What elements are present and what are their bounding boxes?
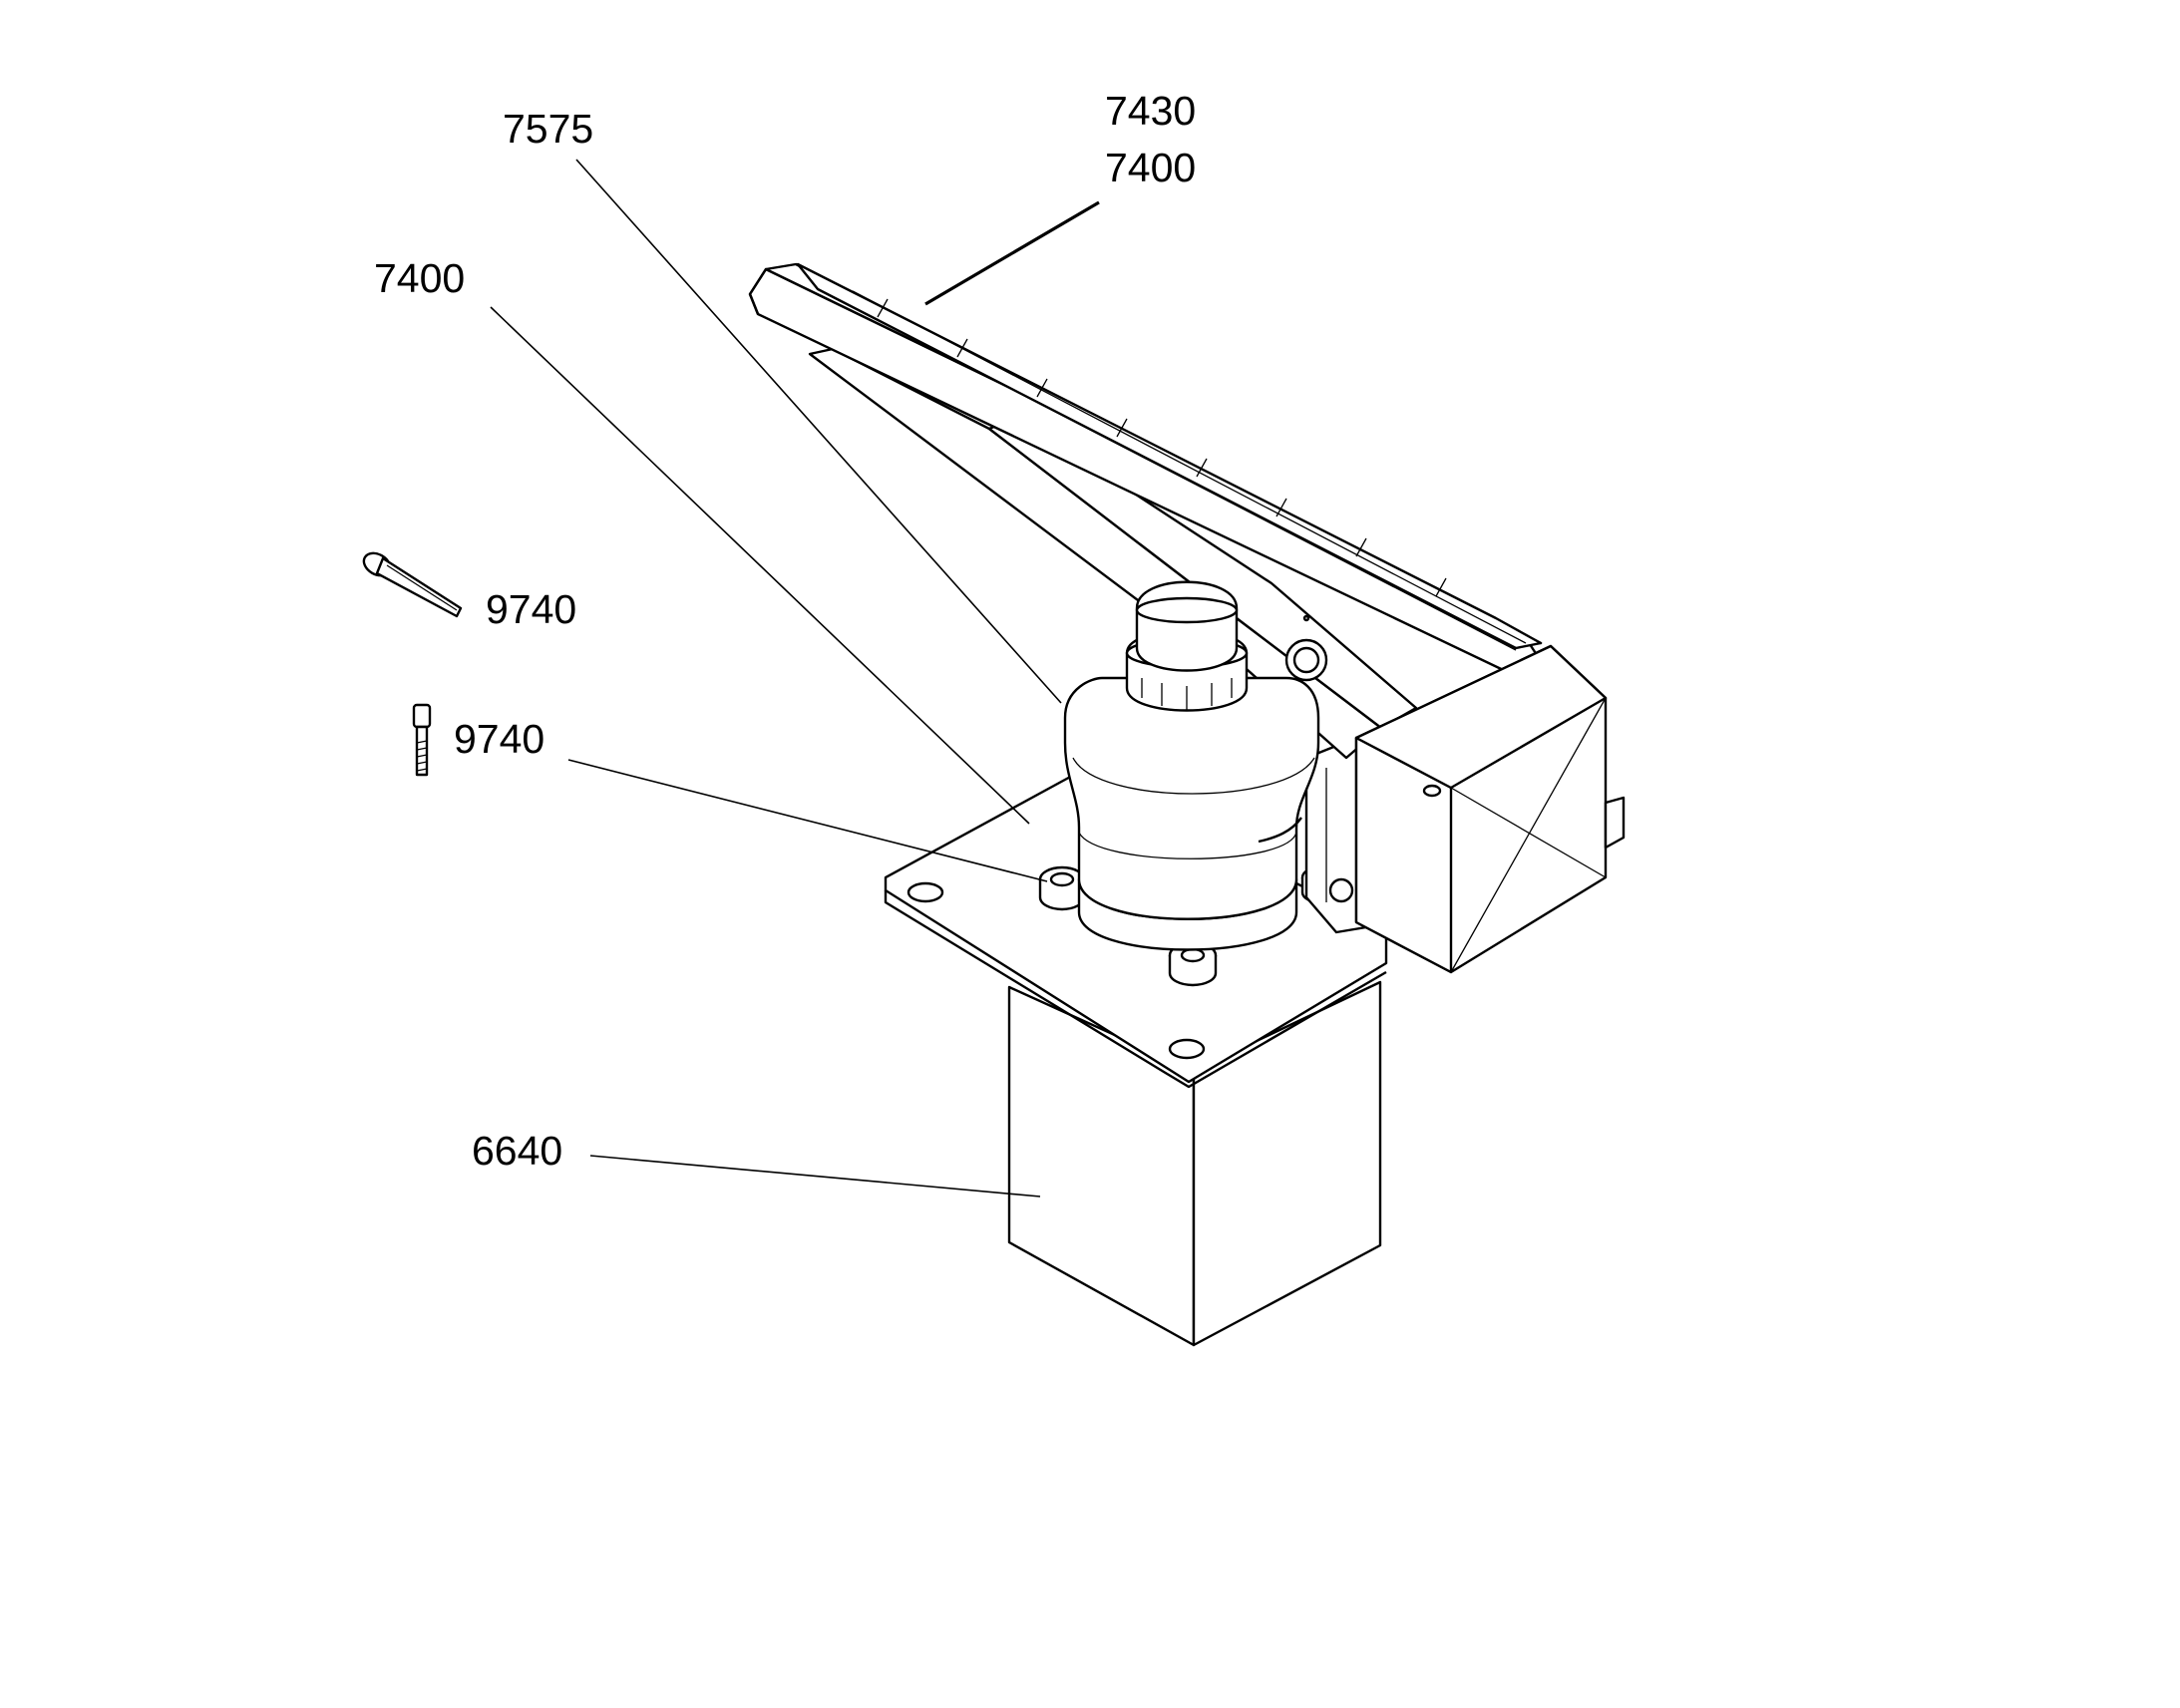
leader-7400 xyxy=(490,306,1030,825)
knurled-ring xyxy=(1141,678,1233,710)
callout-labels: 7430 7400 7575 7400 9740 9740 6640 xyxy=(374,88,1196,1174)
callout-7400-top: 7400 xyxy=(1105,145,1196,190)
leader-9740-screw xyxy=(567,759,1048,882)
callout-6640: 6640 xyxy=(472,1128,562,1174)
pedal-tread xyxy=(748,262,1543,678)
mounting-hole xyxy=(907,881,944,903)
leader-lines xyxy=(490,159,1100,1197)
tread-ribs xyxy=(837,290,1527,651)
leader-7430-7400 xyxy=(924,200,1100,306)
callout-7575: 7575 xyxy=(503,106,593,152)
cotter-pin xyxy=(362,551,463,618)
cap-screw xyxy=(412,703,432,777)
callout-7430: 7430 xyxy=(1105,88,1196,134)
leader-7575 xyxy=(575,159,1062,704)
leader-6640 xyxy=(589,1155,1041,1197)
callout-7400-left: 7400 xyxy=(374,255,465,301)
mounting-hole xyxy=(1168,1038,1206,1060)
mounting-box xyxy=(1007,980,1382,1347)
actuator-body xyxy=(1063,580,1320,951)
callout-9740-pin: 9740 xyxy=(486,586,576,632)
pivot-housing xyxy=(1354,644,1626,974)
callout-9740-screw: 9740 xyxy=(454,716,545,762)
